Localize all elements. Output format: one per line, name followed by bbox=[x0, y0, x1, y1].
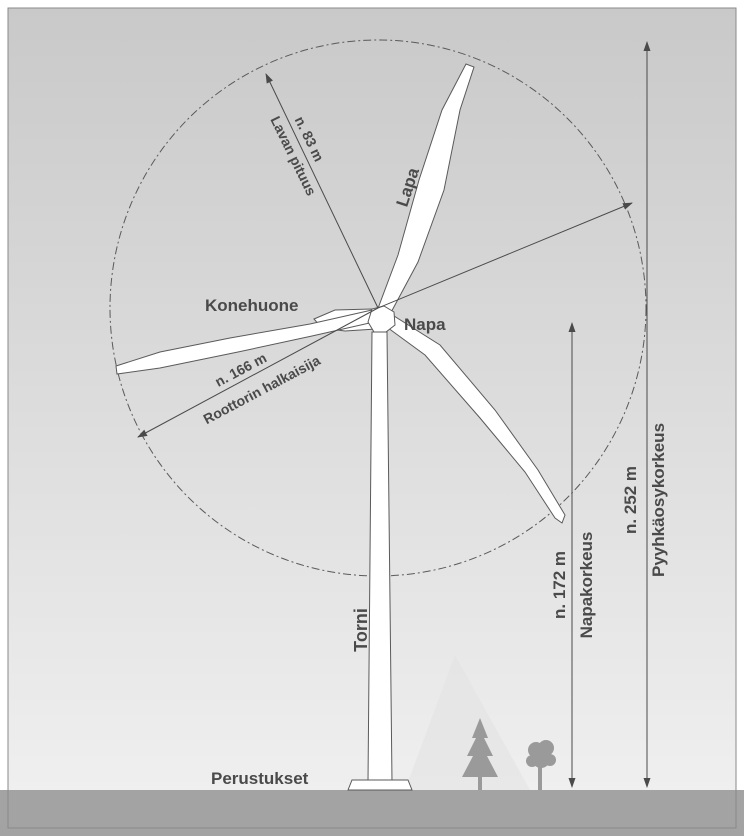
tip-height-value: n. 252 m bbox=[621, 466, 640, 534]
foundation-shape bbox=[347, 779, 413, 791]
blade-left bbox=[115, 309, 375, 375]
ground bbox=[0, 790, 744, 836]
blade-upper bbox=[376, 63, 475, 319]
nacelle-label: Konehuone bbox=[205, 296, 299, 315]
foundation-label: Perustukset bbox=[211, 769, 309, 788]
hub-height-value: n. 172 m bbox=[550, 551, 569, 619]
blade-lower-right bbox=[383, 315, 566, 524]
hub-shape bbox=[367, 305, 396, 333]
hub-height-label: Napakorkeus bbox=[577, 532, 596, 639]
deciduous-tree bbox=[526, 740, 556, 790]
tip-height-label: Pyyhkäosykorkeus bbox=[649, 423, 668, 577]
rotor-diameter-arrow-left bbox=[137, 307, 379, 438]
hub-label: Napa bbox=[404, 315, 446, 334]
tower-label: Torni bbox=[351, 608, 371, 652]
frame-border bbox=[7, 7, 737, 829]
blade-length-arrow bbox=[265, 73, 379, 309]
conifer-tree bbox=[462, 718, 498, 790]
rotor-diameter-arrow-right bbox=[377, 202, 633, 309]
background-hill bbox=[405, 655, 530, 790]
